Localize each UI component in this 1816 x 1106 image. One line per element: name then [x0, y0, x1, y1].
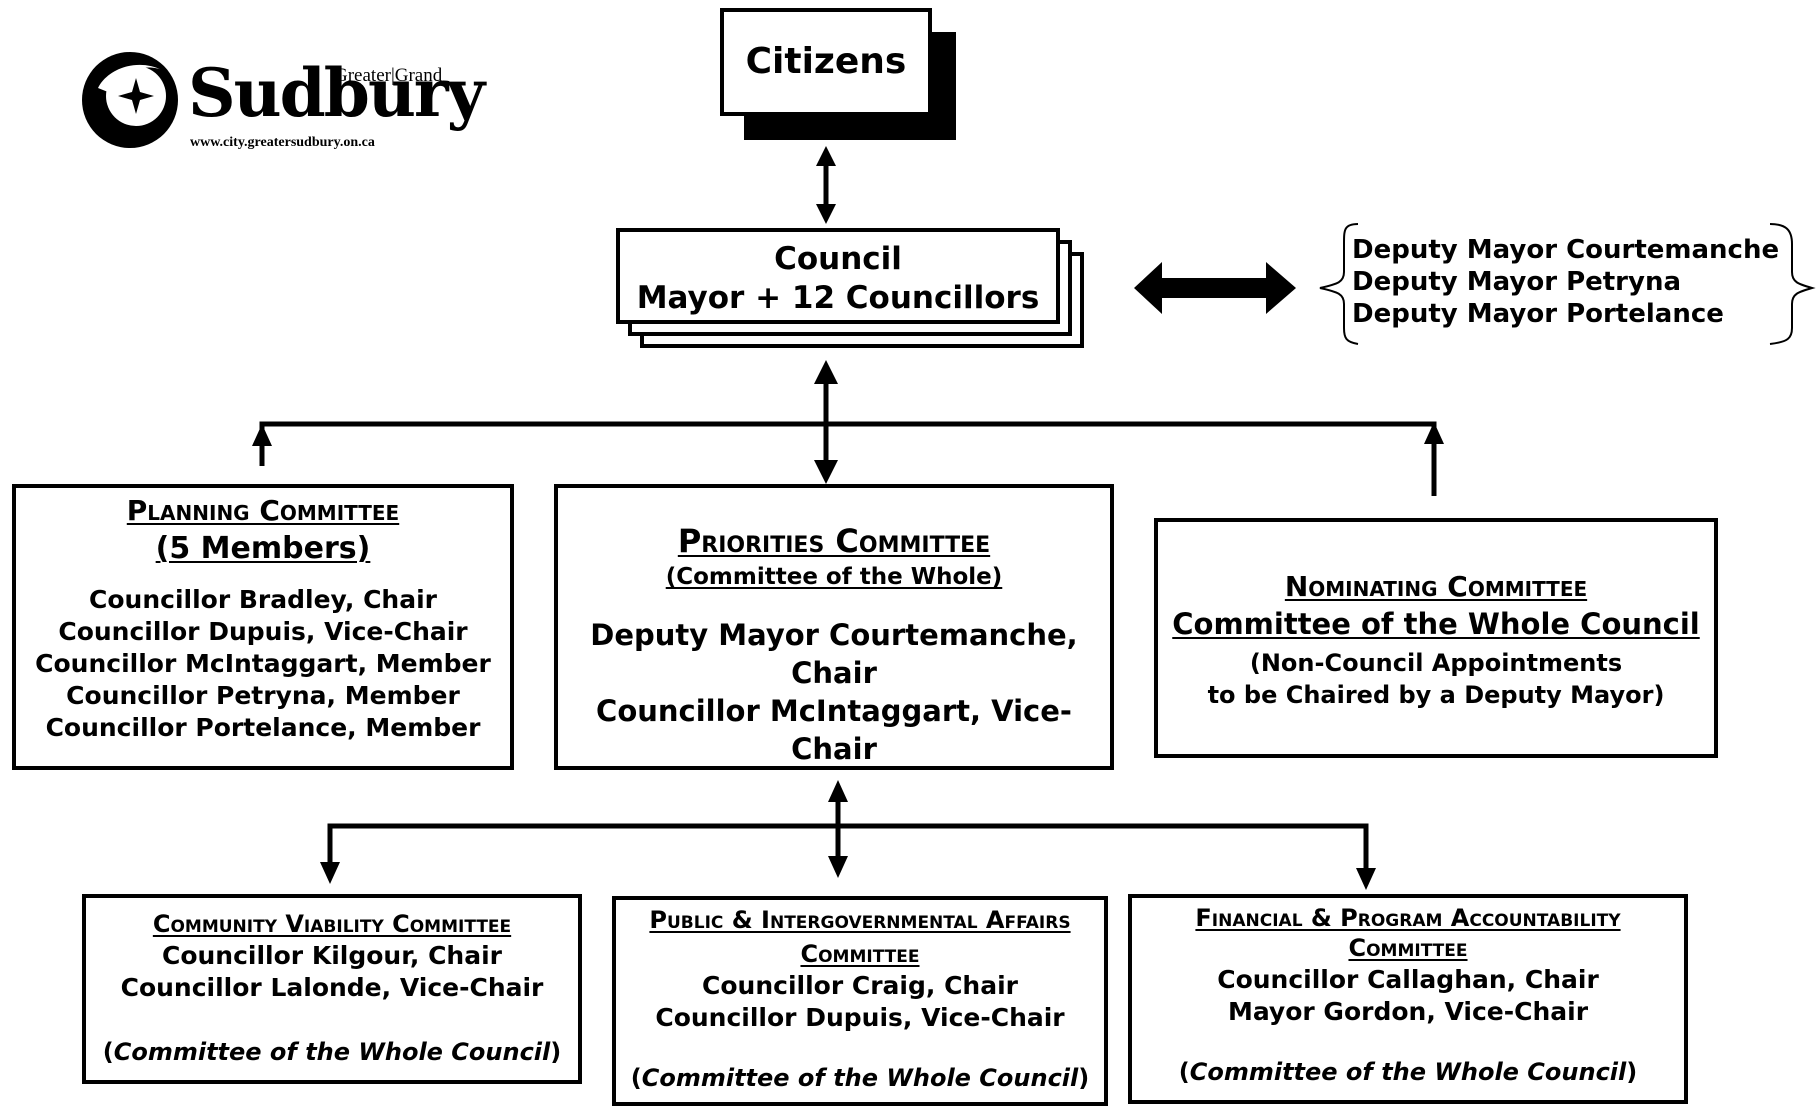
big-double-arrow [1134, 262, 1296, 314]
planning-member: Councillor Portelance, Member [45, 713, 481, 742]
deputy-mayor-item: Deputy Mayor Courtemanche [1352, 235, 1780, 265]
arrowhead [1356, 868, 1376, 890]
nominating-title: Nominating Committee [1284, 570, 1588, 603]
arrowhead [1424, 422, 1444, 444]
community-note: (Committee of the Whole Council) [102, 1038, 562, 1066]
arrowhead [828, 780, 848, 802]
sudbury-swirl-icon [82, 52, 178, 148]
planning-member: Councillor McIntaggart, Member [35, 649, 491, 678]
arrowhead [320, 862, 340, 884]
planning-title: Planning Committee [126, 494, 400, 527]
community-viability-committee-box: Community Viability Committee Councillor… [82, 894, 582, 1084]
financial-member: Mayor Gordon, Vice-Chair [1227, 997, 1589, 1026]
council-subtitle: Mayor + 12 Councillors [636, 279, 1040, 316]
community-note-text: Committee of the Whole Council [113, 1038, 551, 1066]
public-intergovernmental-committee-box: Public & Intergovernmental Affairs Commi… [612, 896, 1108, 1106]
logo-url: www.city.greatersudbury.on.ca [190, 135, 375, 150]
priorities-committee-box: Priorities Committee (Committee of the W… [554, 484, 1114, 770]
planning-member: Councillor Bradley, Chair [89, 585, 437, 614]
community-member: Councillor Kilgour, Chair [161, 941, 502, 970]
logo-superscript: Greater|Grand [334, 65, 443, 86]
deputy-mayors-list: Deputy Mayor Courtemanche Deputy Mayor P… [1352, 234, 1779, 330]
arrowhead [814, 360, 838, 384]
financial-title-line2: Committee [1348, 934, 1468, 962]
deputy-mayor-item: Deputy Mayor Portelance [1352, 299, 1724, 329]
left-brace [1319, 223, 1359, 345]
planning-subtitle: (5 Members) [155, 531, 371, 566]
public-member: Councillor Dupuis, Vice-Chair [655, 1003, 1065, 1032]
priorities-member: Councillor McIntaggart, Vice-Chair [596, 694, 1072, 766]
nominating-subtitle: Committee of the Whole Council [1172, 607, 1700, 641]
financial-note-text: Committee of the Whole Council [1189, 1058, 1627, 1086]
arrowhead [252, 424, 272, 446]
nominating-note: (Non-Council Appointments [1249, 649, 1623, 677]
priorities-member: Deputy Mayor Courtemanche, Chair [590, 618, 1078, 690]
council-box: Council Mayor + 12 Councillors [616, 228, 1060, 324]
right-brace [1769, 223, 1816, 345]
financial-note: (Committee of the Whole Council) [1178, 1058, 1638, 1086]
priorities-title: Priorities Committee [677, 522, 991, 560]
planning-committee-box: Planning Committee (5 Members) Councillo… [12, 484, 514, 770]
public-member: Councillor Craig, Chair [702, 971, 1018, 1000]
logo-wordmark: Sudbury [188, 54, 485, 132]
priorities-subtitle: (Committee of the Whole) [665, 564, 1003, 590]
deputy-mayor-item: Deputy Mayor Petryna [1352, 267, 1682, 297]
arrowhead [816, 146, 836, 166]
financial-title-line1: Financial & Program Accountability [1195, 904, 1621, 932]
public-note: (Committee of the Whole Council) [630, 1064, 1090, 1092]
subcommittee-bar [327, 823, 1369, 870]
citizens-box: Citizens [720, 8, 932, 116]
community-title: Community Viability Committee [152, 910, 512, 938]
public-title-line2: Committee [800, 940, 920, 968]
arrowhead [816, 204, 836, 224]
community-member: Councillor Lalonde, Vice-Chair [120, 973, 544, 1002]
planning-member: Councillor Petryna, Member [66, 681, 460, 710]
financial-accountability-committee-box: Financial & Program Accountability Commi… [1128, 894, 1688, 1104]
arrowhead [814, 460, 838, 484]
nominating-note: to be Chaired by a Deputy Mayor) [1207, 681, 1665, 709]
financial-member: Councillor Callaghan, Chair [1217, 965, 1599, 994]
public-title-line1: Public & Intergovernmental Affairs [649, 906, 1071, 934]
arrowhead [828, 856, 848, 878]
planning-member: Councillor Dupuis, Vice-Chair [58, 617, 468, 646]
public-note-text: Committee of the Whole Council [641, 1064, 1079, 1092]
sudbury-logo: Sudbury Greater|Grand www.city.greatersu… [78, 48, 485, 158]
council-title: Council [774, 241, 902, 277]
nominating-committee-box: Nominating Committee Committee of the Wh… [1154, 518, 1718, 758]
citizens-label: Citizens [745, 41, 907, 82]
